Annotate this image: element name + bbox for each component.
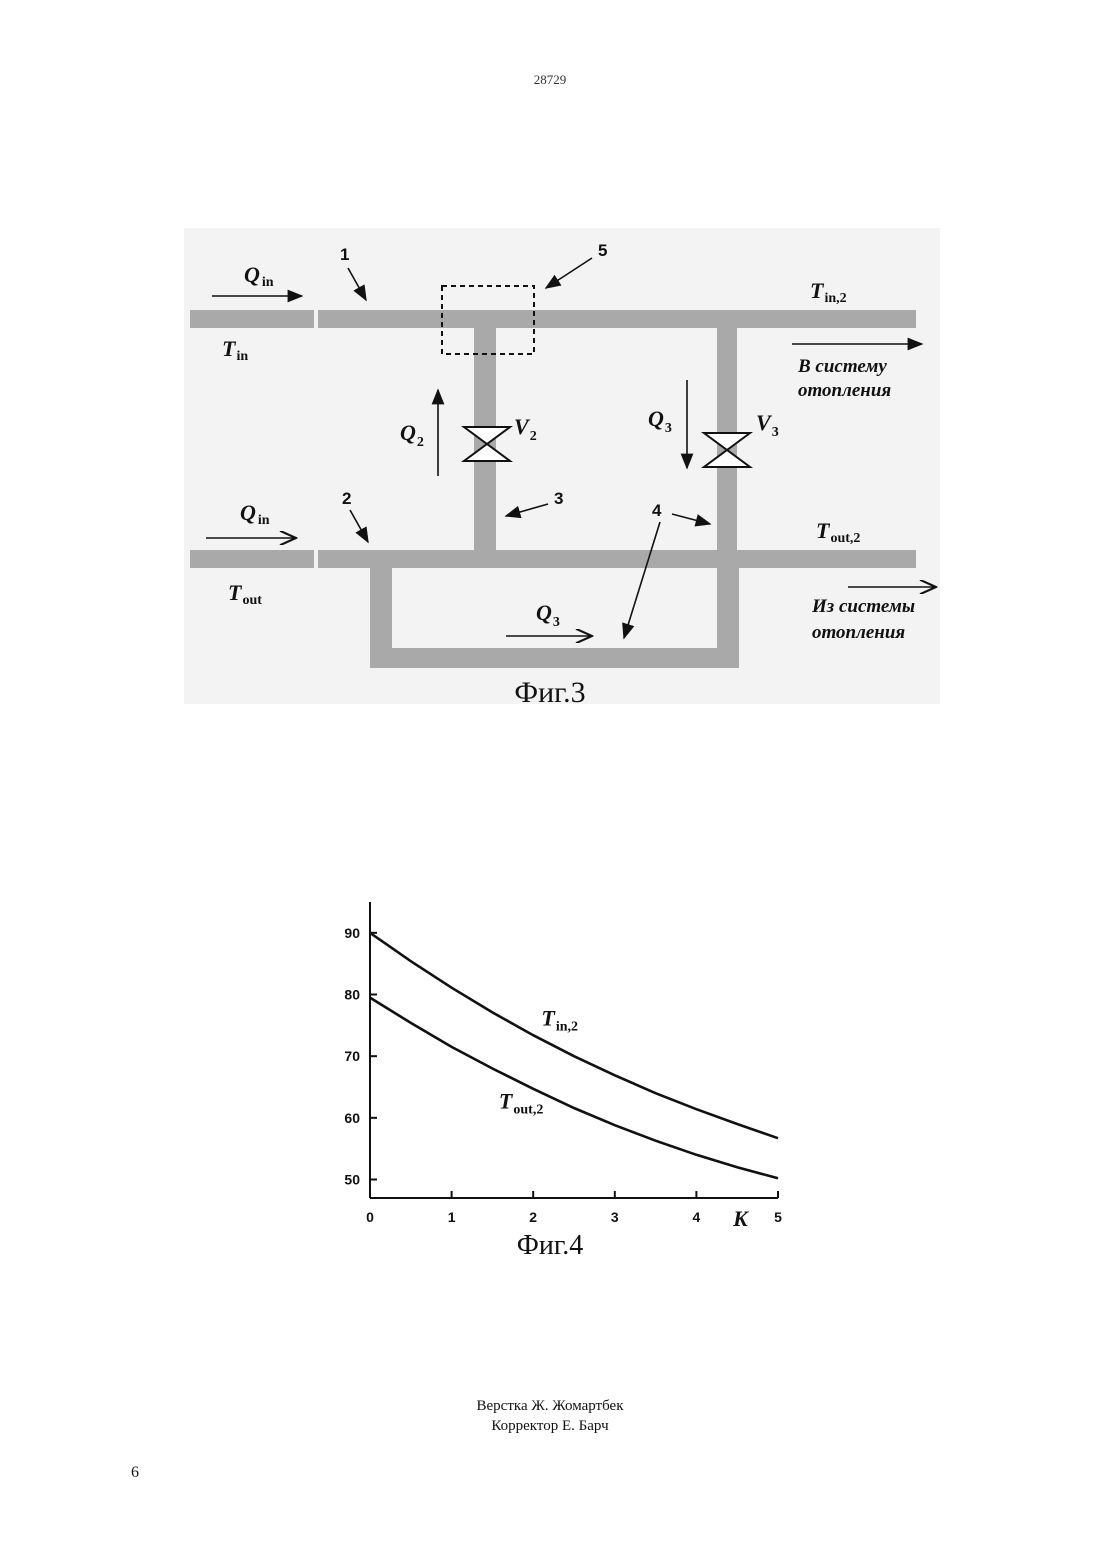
x-tick-label: 2 [529,1209,537,1225]
page-number: 6 [131,1464,139,1482]
t-in2-label: Tin,2 [810,278,847,306]
document-number: 28729 [0,72,1100,88]
callout-5-leader [546,258,592,288]
callout-2-leader [350,510,368,542]
t-out2-label: Tout,2 [816,518,860,546]
to-heating-label-line2: отопления [798,380,891,401]
from-heating-label-line2: отопления [812,622,905,643]
y-tick-label: 80 [344,987,360,1003]
chart-axes [370,902,778,1198]
from-heating-label-line1: Из системы [811,596,915,617]
callout-4-leader-a [672,514,710,524]
to-heating-label-line1: В систему [797,356,887,377]
x-tick-label: 1 [448,1209,456,1225]
credits: Верстка Ж. Жомартбек Корректор Е. Барч [0,1396,1100,1436]
v2-label: V2 [514,414,537,444]
chart-ticks: 50 60 70 80 90 0 1 2 3 4 5 [344,925,782,1225]
valve-v3-icon [704,433,750,467]
q3-label: Q3 [648,406,672,436]
v3-label: V3 [756,410,779,440]
callout-5: 5 [598,241,607,260]
return-pipe [318,550,916,568]
figure-3-schematic: 1 5 3 2 4 Qin Tin Tin,2 Q2 V2 Q3 V3 Qin … [184,228,940,704]
figure-4-caption: Фиг.4 [0,1230,1100,1262]
y-tick-label: 50 [344,1172,360,1188]
chart-series [370,933,778,1179]
layout-credit: Верстка Ж. Жомартбек [0,1396,1100,1416]
series-label-t-in2: Tin,2 [541,1005,578,1034]
x-axis-label: K [732,1206,749,1230]
x-tick-label: 3 [611,1209,619,1225]
figure-4-chart: 50 60 70 80 90 0 1 2 3 4 5 Tin,2 Tout,2 K [310,890,810,1230]
return-pipe-outlet-segment [190,550,314,568]
supply-pipe [318,310,916,328]
figure-3-caption: Фиг.3 [0,676,1100,710]
callout-2: 2 [342,489,351,508]
valve-v2-icon [464,427,510,461]
callout-1: 1 [340,245,349,264]
x-tick-label: 0 [366,1209,374,1225]
proofreader-credit: Корректор Е. Барч [0,1416,1100,1436]
callout-4: 4 [652,501,662,520]
loop-pipe-bottom [370,648,739,668]
callout-3: 3 [554,489,563,508]
t-out-label: Tout [228,580,262,608]
x-tick-label: 4 [693,1209,701,1225]
series-label-t-out2: Tout,2 [499,1089,543,1118]
x-tick-label: 5 [774,1209,782,1225]
y-tick-label: 60 [344,1110,360,1126]
t-in-label: Tin [222,336,248,364]
callout-3-leader [506,504,548,516]
y-tick-label: 90 [344,925,360,941]
y-tick-label: 70 [344,1048,360,1064]
callout-1-leader [348,268,366,300]
q2-label: Q2 [400,420,424,450]
supply-pipe-inlet-segment [190,310,314,328]
q-in-supply-label: Qin [244,262,274,290]
pipe-schematic: 1 5 3 2 4 Qin Tin Tin,2 Q2 V2 Q3 V3 Qin … [184,228,940,704]
q-in-return-label: Qin [240,500,270,528]
